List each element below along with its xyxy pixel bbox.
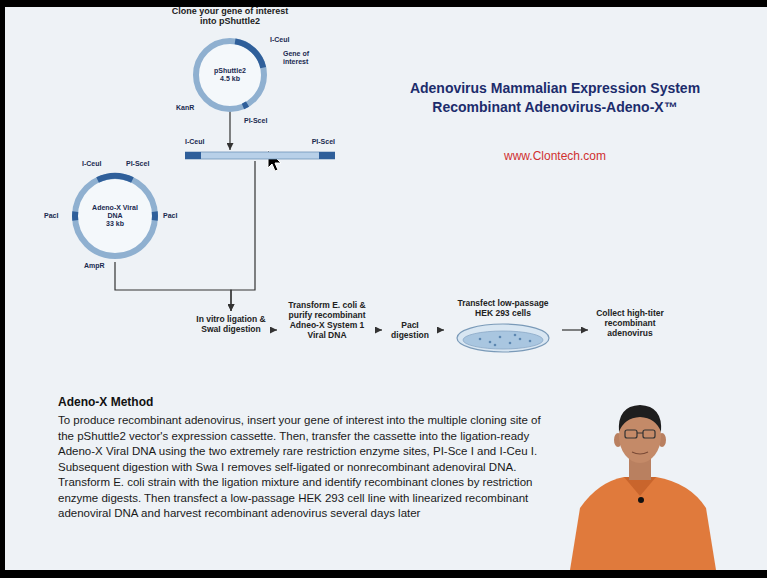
presenter-glasses: [637, 433, 643, 434]
process-step: Collect high-titer recombinant adenoviru…: [592, 306, 668, 340]
node-text: I-CeuI: [185, 138, 204, 146]
cell-dot: [479, 338, 482, 341]
plasmid-circle: pShuttle24.5 kb: [191, 36, 269, 114]
cell-dot: [509, 342, 512, 345]
node-text: Transform E. coli & purify recombinant A…: [281, 300, 373, 340]
viral-dna-circle: Adeno-X Viral DNA33 kb: [70, 171, 160, 261]
process-step: In vitro ligation & SwaI digestion: [196, 312, 266, 336]
label-text: Gene of interest: [283, 50, 327, 66]
flow-arrow: [229, 111, 230, 150]
flow-arrow: [562, 329, 588, 330]
dna-segment: [96, 173, 133, 183]
label-text: www.Clontech.com: [380, 150, 730, 164]
flow-arrow: [115, 262, 231, 311]
flow-arrow: [231, 161, 255, 311]
process-step: PacI digestion: [386, 318, 434, 342]
presenter-glasses: [625, 430, 637, 438]
cell-dot: [494, 344, 497, 347]
label-text: Recombinant Adenovirus-Adeno-X™: [380, 99, 730, 115]
label-text: AmpR: [84, 262, 105, 270]
cassette-end: [319, 152, 335, 159]
node-text: Transfect low-passage HEK 293 cells: [448, 298, 558, 318]
linear-cassette: I-CeuI PI-SceI: [185, 138, 335, 160]
dna-segment: [242, 102, 249, 110]
label-text: Adeno-X Method: [58, 396, 153, 410]
presenter-figure: [570, 405, 716, 570]
process-step: Transform E. coli & purify recombinant A…: [281, 298, 373, 342]
node-text: PI-SceI: [312, 138, 335, 146]
label-text: PacI: [44, 212, 58, 220]
flow-arrow: [438, 329, 444, 330]
presenter-mouth: [632, 452, 648, 454]
dna-segment: [152, 211, 158, 220]
petri-dish: [457, 324, 549, 352]
node-text: Collect high-titer recombinant adenoviru…: [592, 308, 668, 338]
dna-segment: [235, 38, 266, 68]
label-text: PacI: [163, 212, 177, 220]
slide-background: [5, 7, 767, 570]
node-text: 33 kb: [106, 220, 124, 228]
label-text: I-CeuI: [82, 160, 101, 168]
presenter-shirt: [570, 477, 716, 570]
cassette-bar: [185, 152, 335, 159]
cell-dots: [479, 334, 532, 347]
dna-ring: [75, 176, 155, 256]
label-text: KanR: [176, 104, 194, 112]
presenter-hair: [619, 405, 661, 432]
node-text: 4.5 kb: [220, 75, 240, 83]
flow-arrow: [270, 329, 277, 330]
cassette-end: [185, 152, 201, 159]
node-text: pShuttle2: [214, 67, 246, 75]
node-text: PacI digestion: [386, 320, 434, 340]
label-text: To produce recombinant adenovirus, inser…: [58, 413, 548, 522]
label-text: Clone your gene of interest into pShuttl…: [165, 6, 295, 27]
node-text: Adeno-X Viral DNA: [89, 204, 141, 220]
cell-dot: [529, 340, 532, 343]
flow-arrow: [377, 329, 382, 330]
cell-dot: [499, 336, 502, 339]
node-text: In vitro ligation & SwaI digestion: [196, 314, 266, 334]
label-text: PI-SceI: [244, 117, 267, 125]
dna-segment: [72, 211, 78, 220]
presenter-glasses: [643, 430, 655, 438]
frame-bottom: [0, 570, 767, 578]
presenter-microphone: [638, 497, 644, 503]
slide-title: Adenovirus Mammalian Expression System: [380, 80, 730, 96]
cell-dot: [489, 341, 492, 344]
petri-dish-medium: [463, 331, 543, 349]
cell-dot: [519, 338, 522, 341]
label-text: I-CeuI: [270, 36, 289, 44]
process-step: Transfect low-passage HEK 293 cells: [448, 296, 558, 320]
label-text: PI-SceI: [126, 160, 149, 168]
cell-dot: [514, 334, 517, 337]
